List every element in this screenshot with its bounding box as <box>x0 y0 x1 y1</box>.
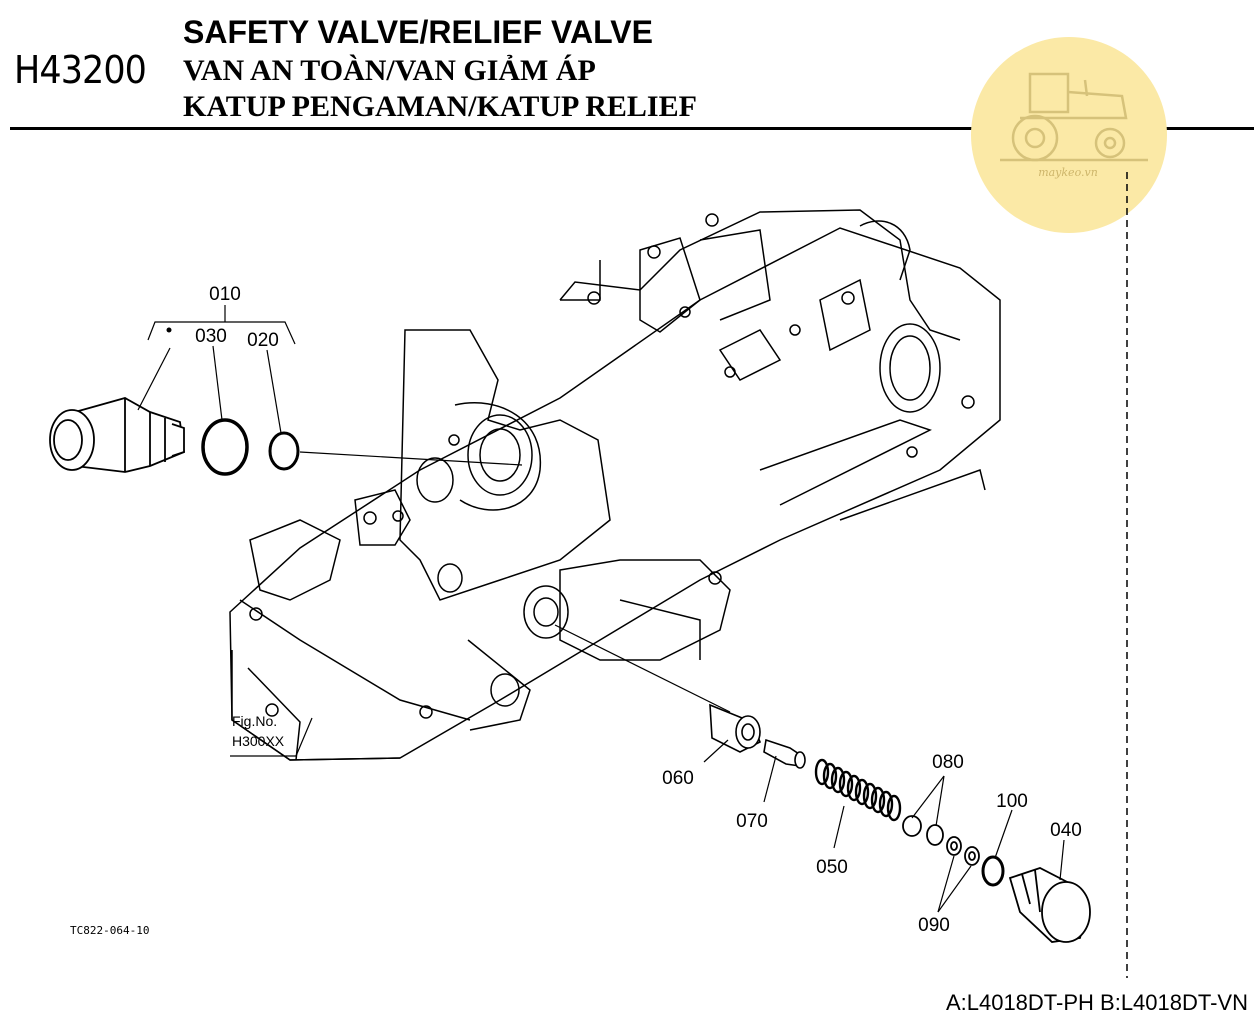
watermark-logo: maykeo.vn <box>971 37 1167 233</box>
tractor-icon <box>1000 72 1148 162</box>
label-080: 080 <box>932 752 964 773</box>
fig-ref-label: Fig.No. <box>232 713 277 729</box>
poppet-070 <box>763 738 806 769</box>
watermark-circle <box>971 37 1167 233</box>
model-applicability: A:L4018DT-PH B:L4018DT-VN <box>945 990 1248 1015</box>
label-100: 100 <box>996 791 1028 812</box>
drawing-code: TC822-064-10 <box>70 924 149 937</box>
label-050: 050 <box>816 857 848 878</box>
assembly-line-relief <box>554 624 731 713</box>
watermark-text: maykeo.vn <box>1038 166 1098 179</box>
label-030: 030 <box>195 326 227 347</box>
title-english: SAFETY VALVE/RELIEF VALVE <box>183 14 653 50</box>
plug-040 <box>1008 867 1091 943</box>
assembly-line-safety <box>299 451 523 466</box>
fig-ref-number: H300XX <box>232 733 285 749</box>
title-vietnamese: VAN AN TOÀN/VAN GIẢM ÁP <box>183 54 596 87</box>
section-code: H43200 <box>14 48 147 92</box>
label-040: 040 <box>1050 820 1082 841</box>
o-ring-100 <box>981 855 1005 887</box>
header-rule <box>10 127 1254 130</box>
shims-080 <box>902 815 944 846</box>
o-ring-030 <box>201 418 249 476</box>
hydraulic-housing <box>229 209 1001 761</box>
label-020: 020 <box>247 330 279 351</box>
valve-seat-060 <box>709 703 762 753</box>
leader-lines <box>137 305 1065 913</box>
label-060: 060 <box>662 768 694 789</box>
label-070: 070 <box>736 811 768 832</box>
safety-valve-assembly <box>49 397 185 473</box>
spring-050 <box>814 758 902 822</box>
washers-090 <box>946 836 980 866</box>
assembly-dot <box>166 327 172 333</box>
o-ring-020 <box>268 431 300 471</box>
label-090: 090 <box>918 915 950 936</box>
housing-bores <box>249 213 975 719</box>
title-indonesian: KATUP PENGAMAN/KATUP RELIEF <box>183 90 697 123</box>
label-010: 010 <box>209 284 241 305</box>
